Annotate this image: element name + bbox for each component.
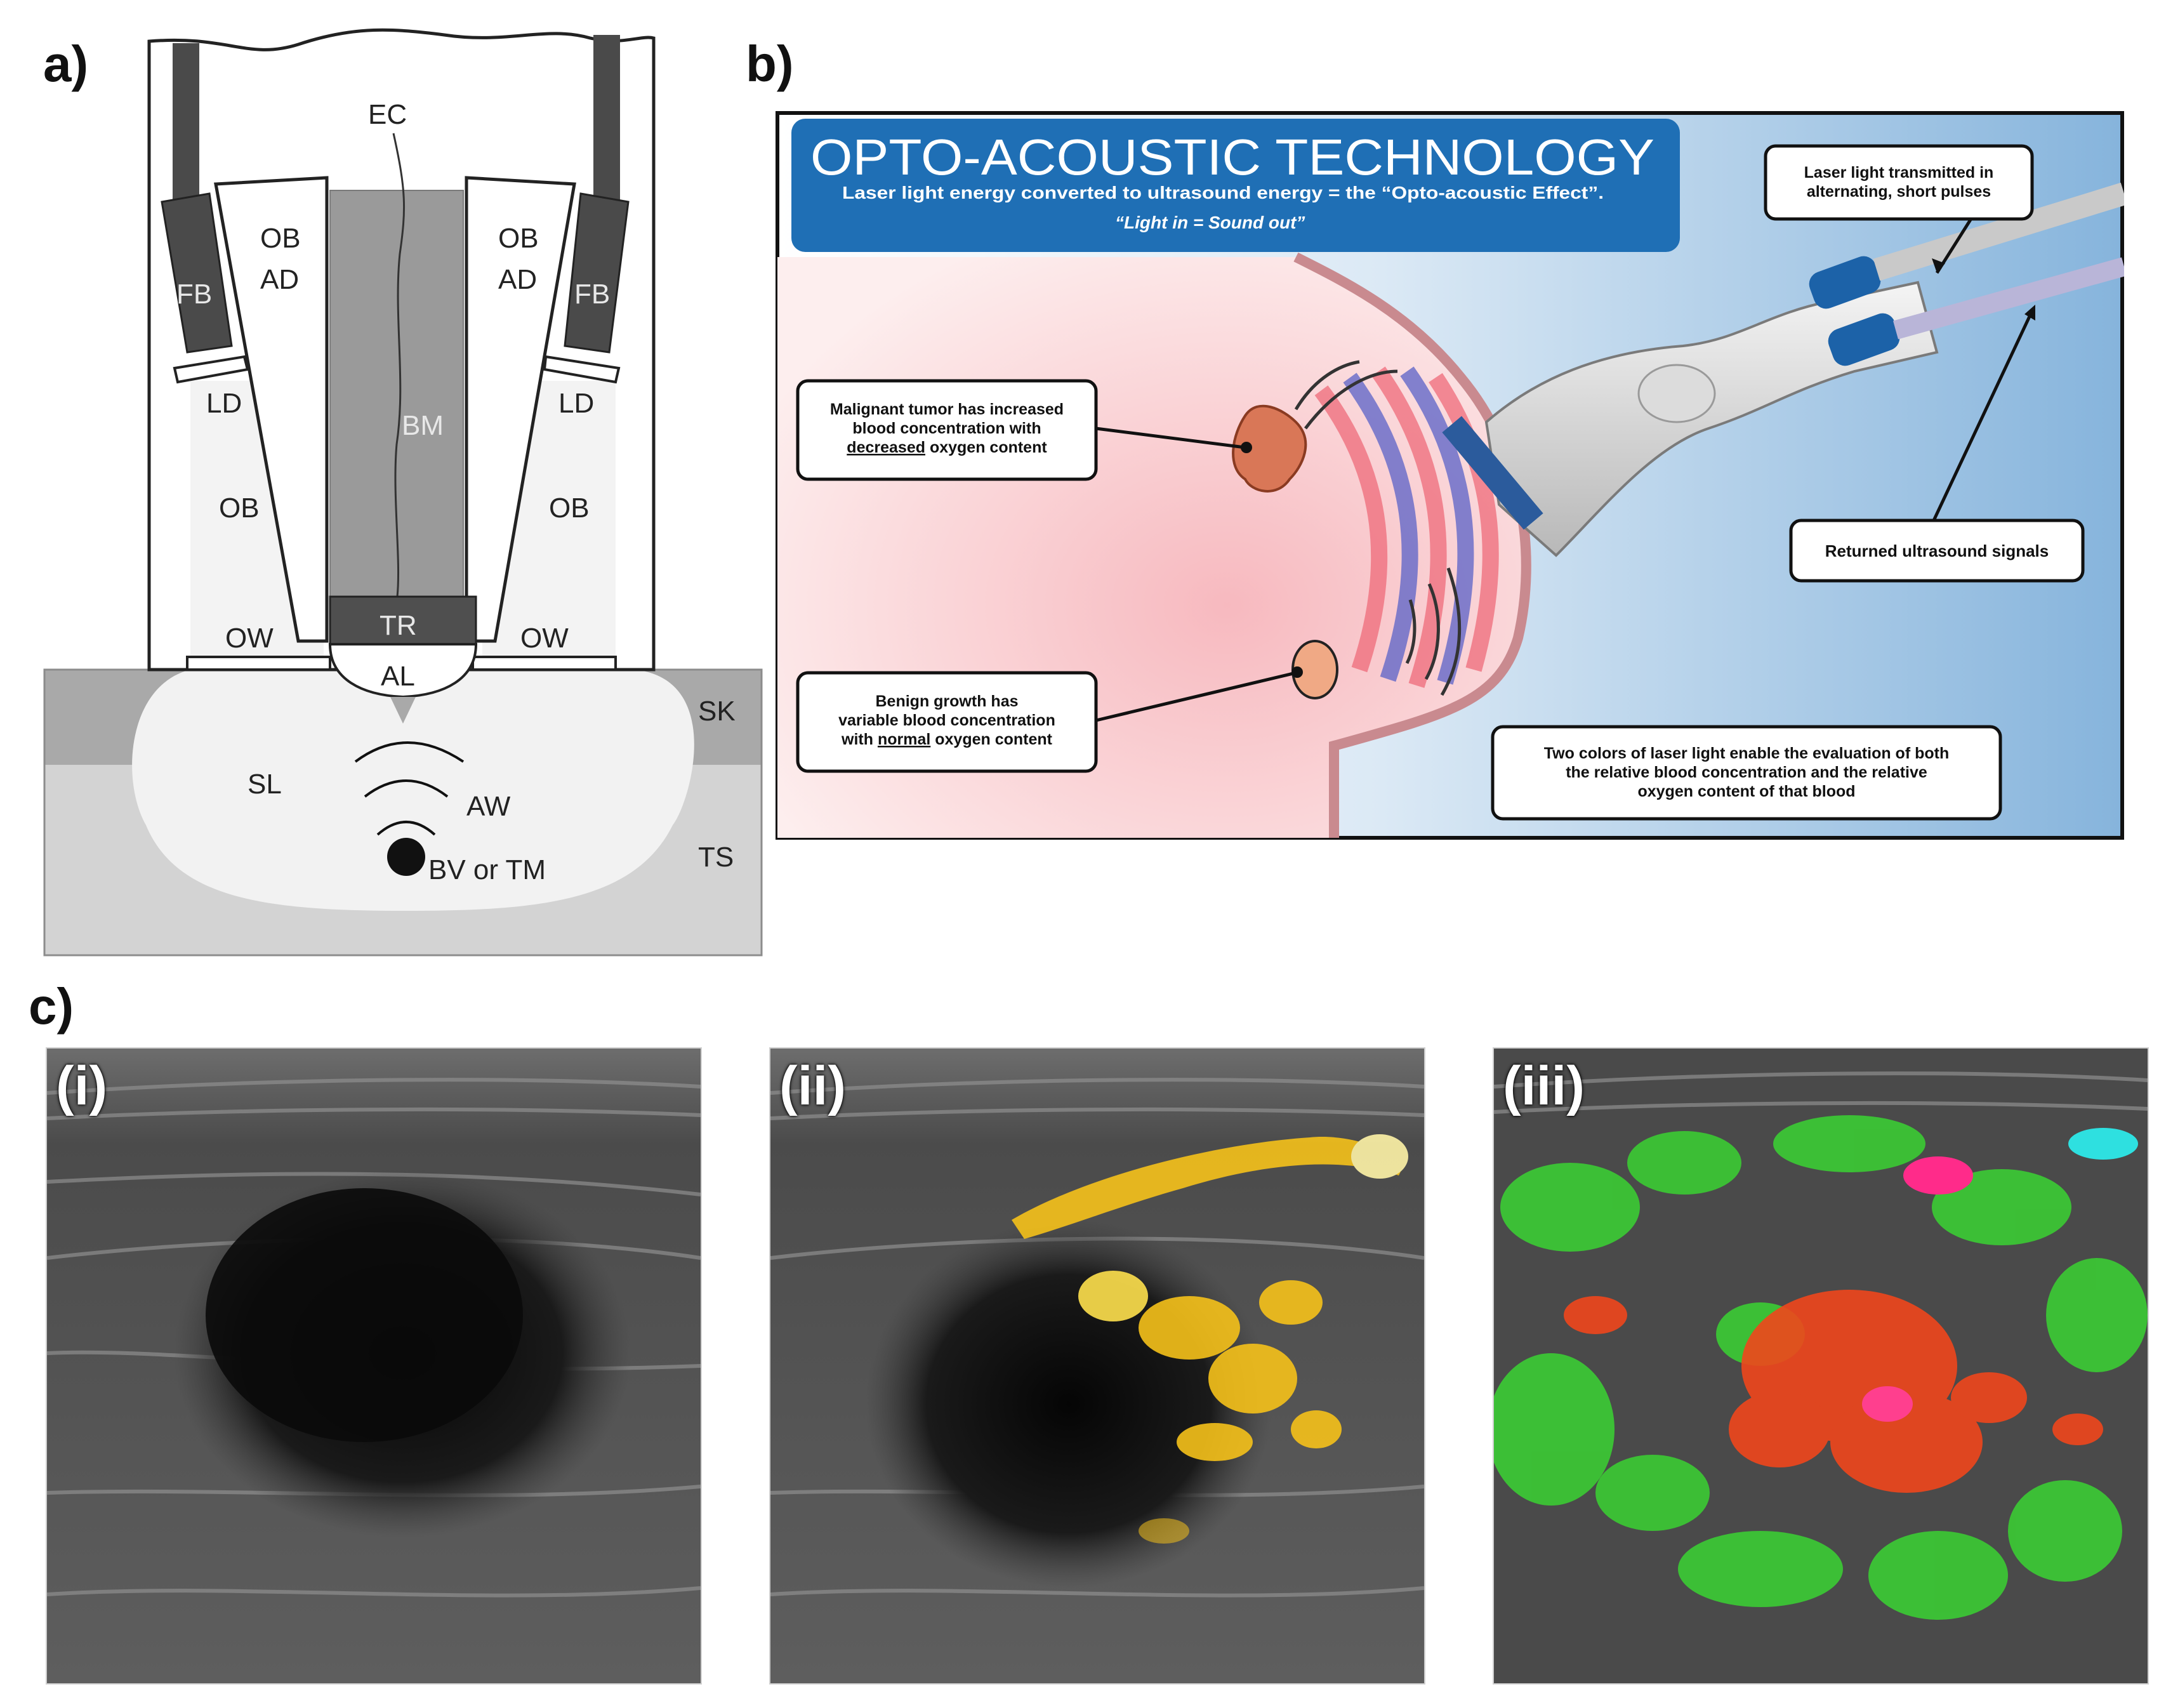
probe-button xyxy=(1637,364,1716,423)
svg-text:Two colors of laser light enab: Two colors of laser light enable the eva… xyxy=(1544,745,1950,762)
us-image-grayscale: (i) xyxy=(46,1047,702,1685)
us-image-overlay-yellow: (ii) xyxy=(769,1047,1425,1685)
probe-cable-collar-1 xyxy=(1809,256,1881,309)
ultrasound-beams xyxy=(1314,366,1499,688)
light-diffuser-left xyxy=(173,355,249,384)
blood-vessel-dot xyxy=(387,838,425,876)
laser-fiber-2 xyxy=(1892,257,2124,340)
malignant-tumor xyxy=(1232,404,1307,493)
label-tr: TR xyxy=(380,610,417,641)
svg-text:Benign growth has: Benign growth has xyxy=(876,692,1019,710)
cyan-signal xyxy=(2068,1128,2138,1160)
illustration-subtitle: Laser light energy converted to ultrasou… xyxy=(842,183,1604,202)
label-bm: BM xyxy=(402,410,444,441)
label-sl: SL xyxy=(248,769,282,800)
acoustic-lens xyxy=(328,643,478,699)
pointer-malignant xyxy=(1095,427,1246,449)
us-image-overlay-redgreen: (iii) xyxy=(1493,1047,2149,1685)
label-ob-ad-left-1: OB xyxy=(260,223,301,254)
callout-malignant: Malignant tumor has increased blood conc… xyxy=(796,379,1098,481)
label-ow-right: OW xyxy=(520,623,569,654)
label-ob-left: OB xyxy=(219,493,260,524)
acoustic-wave-3 xyxy=(354,741,465,763)
pointer-benign-dot xyxy=(1291,666,1303,678)
yellow-signal xyxy=(1012,1134,1408,1544)
acoustic-wave-2 xyxy=(364,779,449,798)
us-image-label-iii: (iii) xyxy=(1503,1056,1585,1116)
svg-text:Malignant tumor has increased: Malignant tumor has increased xyxy=(830,401,1064,418)
fiber-bundle-right xyxy=(564,192,630,354)
label-ob-ad-right-2: AD xyxy=(498,264,537,295)
title-banner xyxy=(791,119,1680,252)
label-aw: AW xyxy=(466,791,511,822)
probe-cable-collar-2 xyxy=(1828,313,1900,366)
callout-returned: Returned ultrasound signals xyxy=(1789,519,2085,583)
panel-a-diagram: EC OB AD OB AD LD LD OB OB OW OW AL SK S… xyxy=(43,28,763,957)
panel-b-illustration: OPTO-ACOUSTIC TECHNOLOGY Laser light ene… xyxy=(776,111,2124,840)
electrical-cable xyxy=(392,133,406,597)
fiber-bundle-left xyxy=(161,192,233,354)
label-ob-ad-right-1: OB xyxy=(498,223,539,254)
us-image-label-ii: (ii) xyxy=(779,1056,847,1116)
label-fb-left: FB xyxy=(176,279,212,310)
panel-a-letter: a) xyxy=(43,36,89,92)
svg-text:variable blood concentration: variable blood concentration xyxy=(838,712,1055,729)
fiber-left-top xyxy=(173,43,199,202)
illustration-title: OPTO-ACOUSTIC TECHNOLOGY xyxy=(810,129,1654,185)
svg-text:blood concentration with: blood concentration with xyxy=(852,420,1041,437)
lens-tip xyxy=(390,697,416,724)
light-diffuser-right xyxy=(543,355,621,384)
fiber-right-top xyxy=(593,35,620,203)
label-ec: EC xyxy=(368,99,407,130)
echo-arcs xyxy=(1294,360,1462,696)
svg-text:Returned ultrasound signals: Returned ultrasound signals xyxy=(1825,541,2049,560)
probe-body xyxy=(1484,281,1939,557)
us-image-label-i: (i) xyxy=(56,1056,108,1116)
label-ob-right: OB xyxy=(549,493,590,524)
label-ob-ad-left-2: AD xyxy=(260,264,299,295)
label-bv-tm: BV or TM xyxy=(428,854,546,885)
svg-text:decreased oxygen content: decreased oxygen content xyxy=(847,439,1047,456)
pointer-returned-arrow xyxy=(2024,305,2035,321)
svg-text:alternating, short pulses: alternating, short pulses xyxy=(1807,183,1991,201)
svg-text:oxygen content of that blood: oxygen content of that blood xyxy=(1637,783,1855,800)
label-ld-right: LD xyxy=(558,388,594,419)
label-ts: TS xyxy=(698,842,734,873)
pointer-laser-arrow xyxy=(1932,258,1945,273)
callout-laser: Laser light transmitted in alternating, … xyxy=(1764,144,2034,221)
panel-c-letter: c) xyxy=(29,978,74,1035)
sound-lens-region xyxy=(132,670,694,911)
probe-face xyxy=(1442,416,1543,530)
label-ow-left: OW xyxy=(225,623,274,654)
callout-two-colors: Two colors of laser light enable the eva… xyxy=(1491,725,2002,821)
label-sk: SK xyxy=(698,696,736,727)
magenta-signal xyxy=(1862,1386,1913,1422)
label-fb-right: FB xyxy=(574,279,610,310)
label-al: AL xyxy=(381,661,415,692)
acoustic-delay-right xyxy=(465,176,576,643)
acoustic-wave-1 xyxy=(376,821,436,836)
pointer-benign xyxy=(1095,671,1297,722)
callout-benign: Benign growth has variable blood concent… xyxy=(796,671,1098,773)
pointer-returned xyxy=(1932,310,2034,522)
acoustic-delay-left xyxy=(214,176,329,643)
optical-window-right xyxy=(472,656,617,671)
panel-b-letter: b) xyxy=(746,36,794,92)
pointer-malignant-dot xyxy=(1241,442,1252,453)
optical-window-left xyxy=(186,656,331,671)
label-ld-left: LD xyxy=(206,388,242,419)
magenta-signal-top xyxy=(1903,1156,1973,1195)
illustration-tagline: “Light in = Sound out” xyxy=(1115,213,1305,232)
svg-text:with normal oxygen content: with normal oxygen content xyxy=(841,731,1053,748)
svg-text:Laser light transmitted in: Laser light transmitted in xyxy=(1804,164,1994,182)
laser-fiber-1 xyxy=(1873,182,2124,281)
svg-text:the relative blood concentrati: the relative blood concentration and the… xyxy=(1566,764,1927,781)
